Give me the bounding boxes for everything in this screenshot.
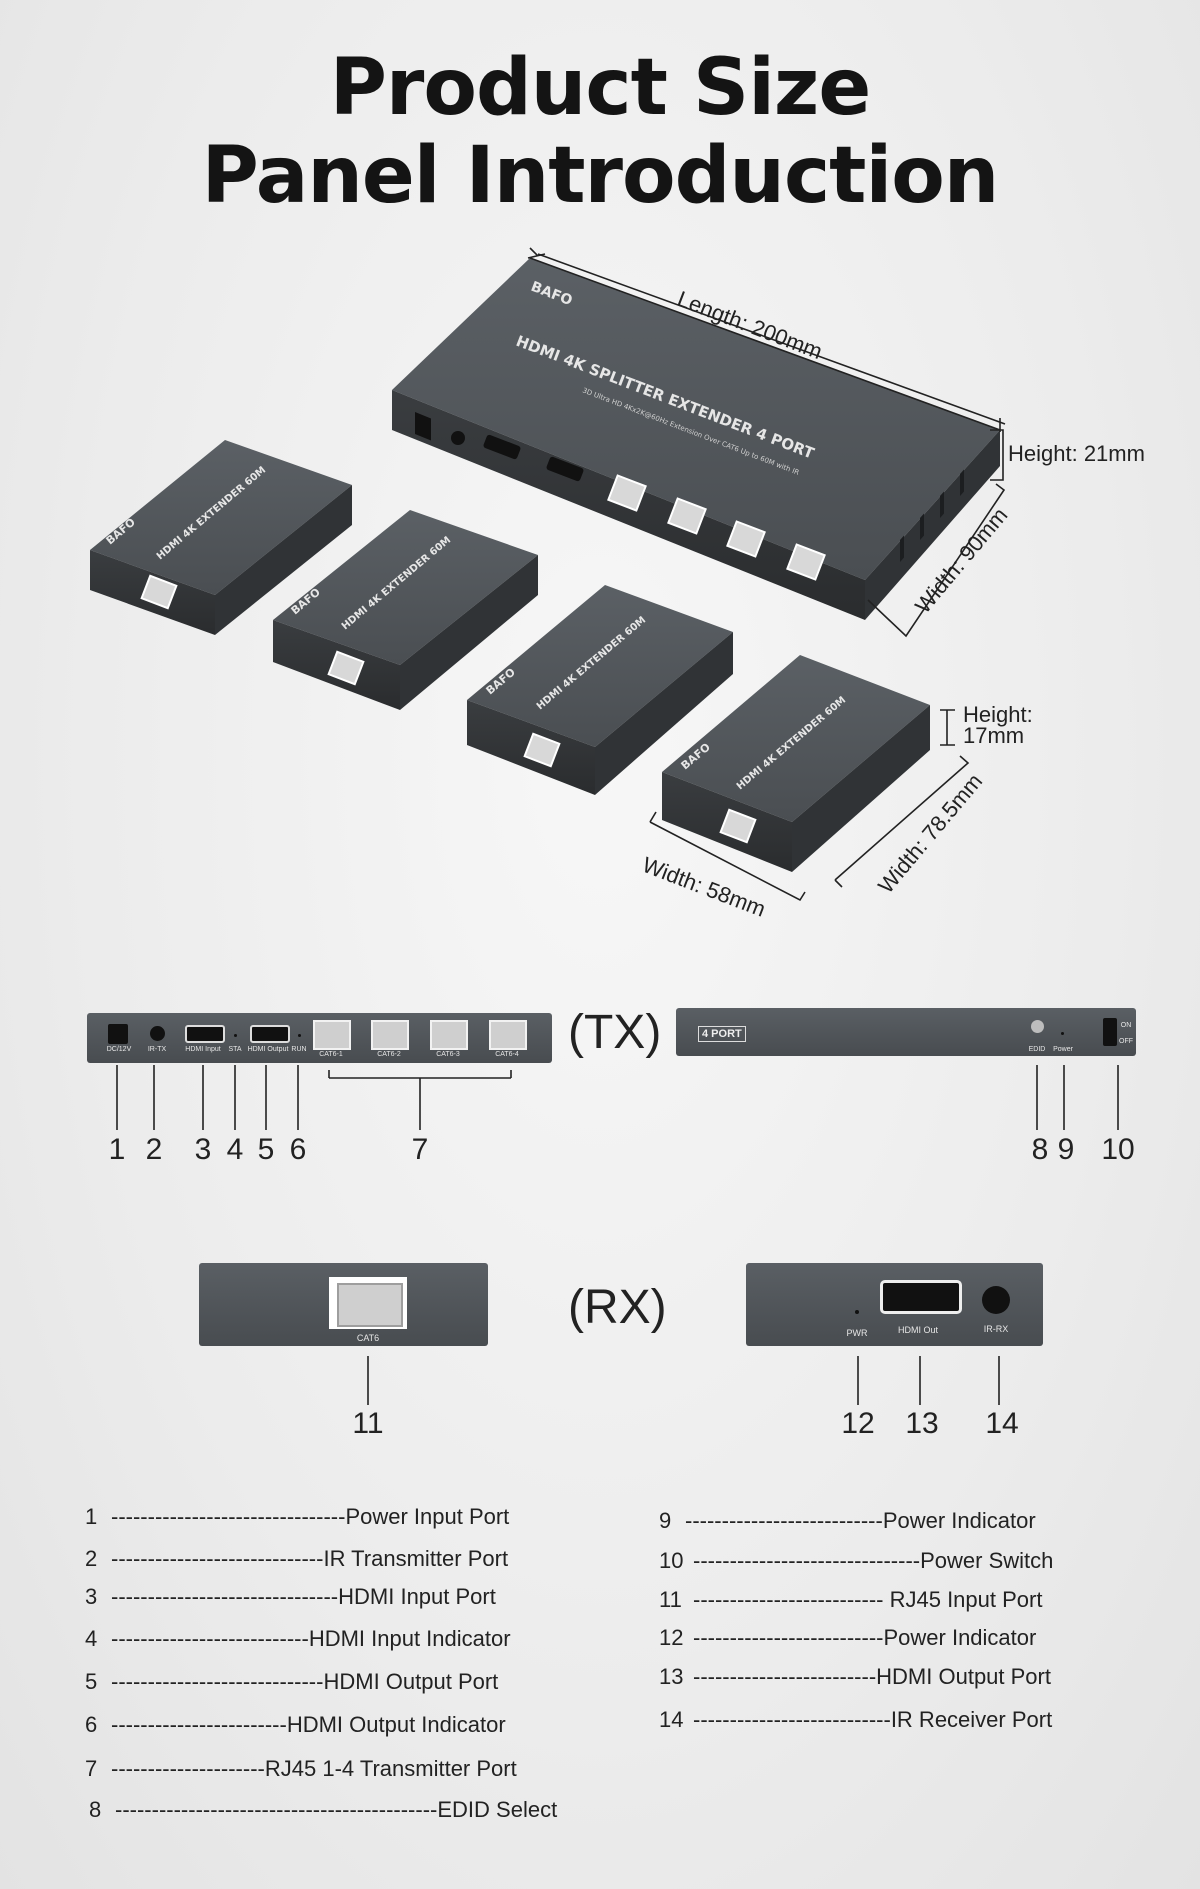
tx-port-label-irtx: IR-TX [147, 1046, 167, 1053]
rx-back-panel: PWR HDMI Out IR-RX [746, 1263, 1043, 1346]
tx-port-label-cat6-2: CAT6-2 [377, 1051, 401, 1058]
legend-item-11: 11-------------------------- RJ45 Input … [659, 1587, 1043, 1612]
hdmi-input-port-icon [185, 1025, 225, 1043]
rx-callout-lines [367, 1356, 1000, 1405]
legend-item-8: 8---------------------------------------… [89, 1797, 558, 1822]
legend-item-5: 5-----------------------------HDMI Outpu… [85, 1669, 499, 1694]
callout-number-6: 6 [289, 1133, 307, 1166]
tx-port-label-sta: STA [228, 1046, 242, 1053]
tx-label: (TX) [568, 1006, 662, 1059]
rj45-port-3-icon [430, 1020, 468, 1050]
tx-port-label-cat6-3: CAT6-3 [436, 1051, 460, 1058]
edid-label: EDID [1028, 1046, 1046, 1053]
legend-item-2: 2-----------------------------IR Transmi… [85, 1546, 509, 1571]
rx-dimension-lines [649, 709, 970, 902]
tx-front-panel: DC/12V IR-TX HDMI Input STA HDMI Output … [87, 1013, 552, 1063]
power-label: Power [1053, 1046, 1073, 1053]
title-line-1: Product Size [329, 43, 871, 133]
callout-number-10: 10 [1101, 1133, 1135, 1166]
callout-number-12: 12 [841, 1407, 875, 1440]
rj45-port-2-icon [371, 1020, 409, 1050]
tx-port-label-cat6-1: CAT6-1 [319, 1051, 343, 1058]
callout-number-5: 5 [257, 1133, 275, 1166]
legend-item-7: 7---------------------RJ45 1-4 Transmitt… [85, 1756, 517, 1781]
rj45-input-port-icon [329, 1277, 407, 1329]
rx-cat6-label: CAT6 [356, 1333, 380, 1343]
port-badge: 4 PORT [698, 1026, 746, 1042]
tx-port-label-hdmi-in: HDMI Input [185, 1046, 221, 1053]
legend-item-4: 4---------------------------HDMI Input I… [85, 1626, 511, 1651]
callout-number-9: 9 [1057, 1133, 1075, 1166]
legend-item-10: 10-------------------------------Power S… [659, 1548, 1054, 1573]
callout-number-1: 1 [108, 1133, 126, 1166]
legend-item-12: 12--------------------------Power Indica… [659, 1625, 1037, 1650]
rx-label: (RX) [568, 1281, 667, 1334]
switch-off-label: OFF [1119, 1038, 1133, 1045]
switch-on-label: ON [1120, 1022, 1132, 1029]
legend-item-3: 3-------------------------------HDMI Inp… [85, 1584, 496, 1609]
tx-callout-lines [116, 1065, 1119, 1130]
ir-tx-jack-icon [150, 1026, 165, 1041]
hdmi-output-port-icon [250, 1025, 290, 1043]
rj45-port-4-icon [489, 1020, 527, 1050]
callout-number-11: 11 [352, 1407, 384, 1440]
edid-button-icon [1031, 1020, 1044, 1033]
pwr-indicator-icon [855, 1310, 859, 1314]
legend-item-1: 1--------------------------------Power I… [85, 1504, 510, 1529]
rx-height-label-2: 17mm [963, 723, 1025, 748]
tx-port-label-hdmi-out: HDMI Output [247, 1046, 289, 1053]
callout-number-7: 7 [411, 1133, 429, 1166]
power-jack-icon [108, 1024, 128, 1044]
legend-item-13: 13-------------------------HDMI Output P… [659, 1664, 1051, 1689]
title-line-2: Panel Introduction [201, 131, 1000, 221]
run-indicator-icon [298, 1034, 301, 1037]
tx-unit-image: BAFO HDMI 4K SPLITTER EXTENDER 4 PORT 3D… [392, 258, 1000, 620]
callout-number-8: 8 [1031, 1133, 1049, 1166]
tx-port-label-dc: DC/12V [106, 1046, 132, 1053]
hdmi-out-port-icon [880, 1280, 962, 1314]
tx-dimension-lines [527, 247, 1006, 638]
rx-ir-rx-label: IR-RX [983, 1324, 1009, 1334]
power-switch-icon [1103, 1018, 1117, 1046]
callout-number-3: 3 [194, 1133, 212, 1166]
callout-number-2: 2 [145, 1133, 163, 1166]
tx-port-label-run: RUN [291, 1046, 307, 1053]
product-illustration: BAFO HDMI 4K SPLITTER EXTENDER 4 PORT 3D… [90, 247, 1006, 902]
sta-indicator-icon [234, 1034, 237, 1037]
callout-number-4: 4 [226, 1133, 244, 1166]
rx-pwr-label: PWR [846, 1328, 868, 1338]
callout-number-14: 14 [985, 1407, 1019, 1440]
callout-number-13: 13 [905, 1407, 939, 1440]
rx-unit-image-4: BAFO HDMI 4K EXTENDER 60M [662, 655, 930, 872]
tx-height-label: Height: 21mm [1008, 441, 1145, 466]
rx-hdmi-out-label: HDMI Out [897, 1325, 938, 1335]
tx-port-label-cat6-4: CAT6-4 [495, 1051, 519, 1058]
rx-unit-image-2: BAFO HDMI 4K EXTENDER 60M [273, 510, 538, 710]
legend-item-14: 14---------------------------IR Receiver… [659, 1707, 1053, 1732]
power-indicator-icon [1061, 1032, 1064, 1035]
rx-height-label-1: Height: [963, 702, 1033, 727]
ir-rx-jack-icon [982, 1286, 1010, 1314]
tx-back-panel: 4 PORT EDID Power ON OFF [676, 1008, 1136, 1056]
rx-front-panel: CAT6 [199, 1263, 488, 1346]
legend-item-6: 6------------------------HDMI Output Ind… [85, 1712, 506, 1737]
rx-unit-image-3: BAFO HDMI 4K EXTENDER 60M [467, 585, 733, 795]
legend-item-9: 9---------------------------Power Indica… [659, 1508, 1036, 1533]
rj45-port-1-icon [313, 1020, 351, 1050]
